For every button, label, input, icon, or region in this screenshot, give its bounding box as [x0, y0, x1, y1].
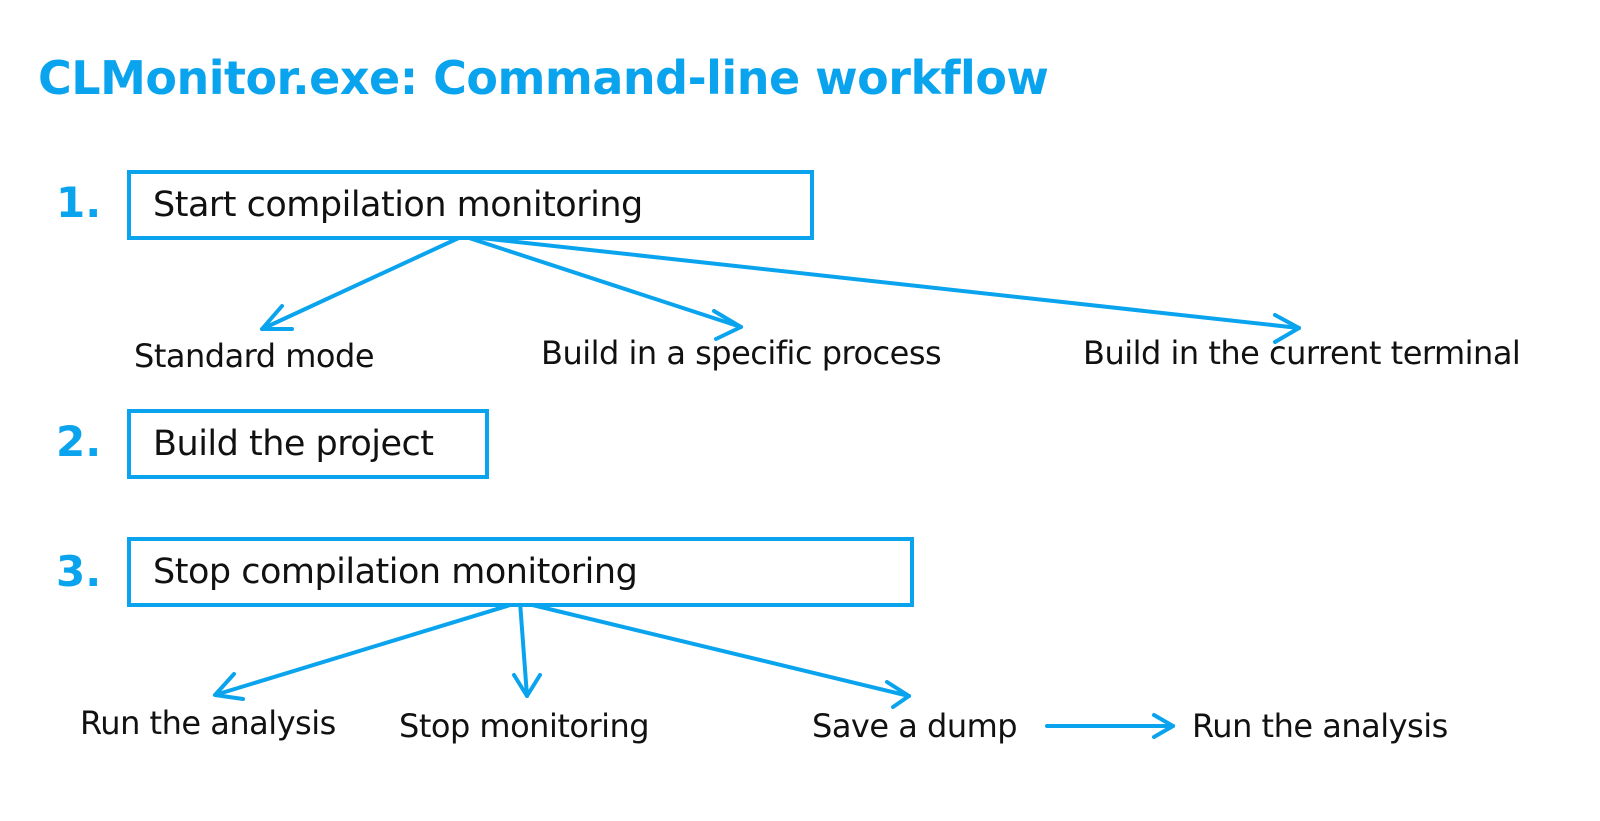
step-2-box: Build the project	[127, 409, 489, 479]
step-1-box: Start compilation monitoring	[127, 170, 814, 240]
arrow-to-build-in-current-terminal	[461, 234, 1301, 344]
arrow-to-standard-mode	[260, 234, 465, 331]
step-3-number: 3.	[56, 547, 102, 596]
step-1-number: 1.	[56, 178, 102, 227]
arrow-to-run-the-analysis	[213, 600, 522, 701]
step-1-label: Start compilation monitoring	[153, 185, 643, 225]
option-build-in-current-terminal: Build in the current terminal	[1083, 334, 1521, 372]
diagram-title: CLMonitor.exe: Command-line workflow	[38, 51, 1049, 105]
arrow-to-build-in-specific-process	[461, 234, 743, 341]
step-2-label: Build the project	[153, 424, 434, 464]
step-2-number: 2.	[56, 417, 102, 466]
arrow-to-stop-monitoring	[512, 600, 542, 698]
option-run-the-analysis: Run the analysis	[80, 704, 336, 742]
option-dump-run-the-analysis: Run the analysis	[1192, 707, 1448, 745]
step-3-label: Stop compilation monitoring	[153, 552, 638, 592]
option-save-a-dump: Save a dump	[812, 707, 1018, 745]
option-build-in-specific-process: Build in a specific process	[541, 334, 942, 372]
option-stop-monitoring: Stop monitoring	[399, 707, 650, 745]
arrow-to-save-a-dump	[518, 600, 911, 709]
step-3-box: Stop compilation monitoring	[127, 537, 914, 607]
arrow-dump-to-analysis	[1045, 713, 1175, 739]
option-standard-mode: Standard mode	[134, 337, 375, 375]
